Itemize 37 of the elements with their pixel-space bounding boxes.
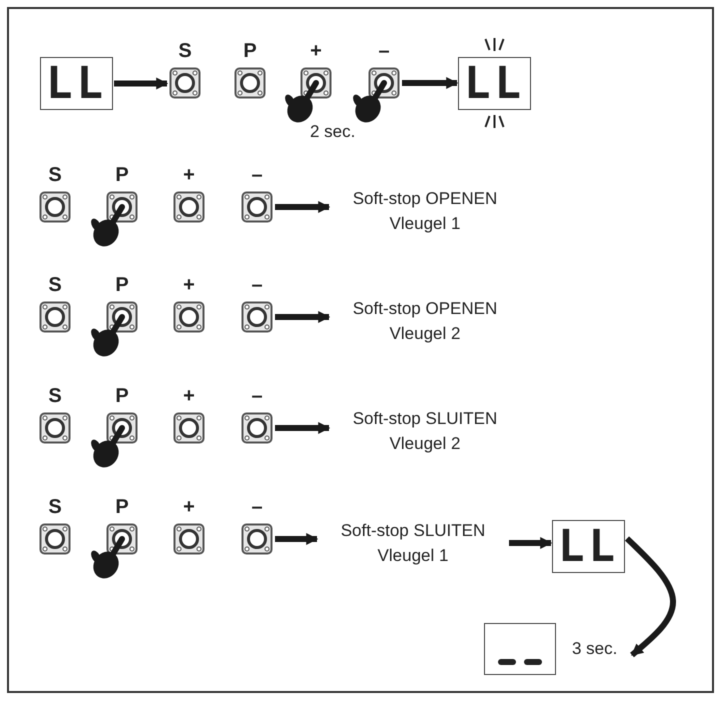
lcd-display: LL xyxy=(458,57,531,110)
arrow xyxy=(509,537,552,549)
arrow xyxy=(402,77,458,89)
arrow xyxy=(624,536,676,658)
lcd-display: LL xyxy=(40,57,113,110)
button-label: + xyxy=(182,273,196,298)
step-text: Soft-stop OPENEN Vleugel 1 xyxy=(352,188,498,235)
arrow xyxy=(114,78,168,90)
button-label: + xyxy=(182,495,196,520)
button-label: P xyxy=(114,384,130,409)
arrow xyxy=(275,201,330,213)
button-label: S xyxy=(47,495,63,520)
button-label: P xyxy=(114,163,130,188)
step-text: Soft-stop OPENEN Vleugel 2 xyxy=(352,298,498,345)
step-text: Soft-stop SLUITEN Vleugel 2 xyxy=(352,408,498,455)
button-label: – xyxy=(250,495,264,520)
button-label: – xyxy=(250,384,264,409)
button-label: + xyxy=(182,163,196,188)
arrow xyxy=(275,422,330,434)
arrow xyxy=(275,311,330,323)
button-label: P xyxy=(242,39,258,64)
button-label: + xyxy=(309,39,323,64)
button-label: S xyxy=(47,273,63,298)
button-label: S xyxy=(47,384,63,409)
duration-label: 2 sec. xyxy=(310,122,356,142)
button-label: P xyxy=(114,495,130,520)
button-label: – xyxy=(250,273,264,298)
button-label: P xyxy=(114,273,130,298)
lcd-display: LL xyxy=(552,520,625,573)
button-label: S xyxy=(47,163,63,188)
step-text: Soft-stop SLUITEN Vleugel 1 xyxy=(340,520,486,567)
duration-label: 3 sec. xyxy=(572,639,618,659)
button-label: – xyxy=(377,39,391,64)
arrow xyxy=(275,533,318,545)
button-label: + xyxy=(182,384,196,409)
button-label: S xyxy=(177,39,193,64)
button-label: – xyxy=(250,163,264,188)
